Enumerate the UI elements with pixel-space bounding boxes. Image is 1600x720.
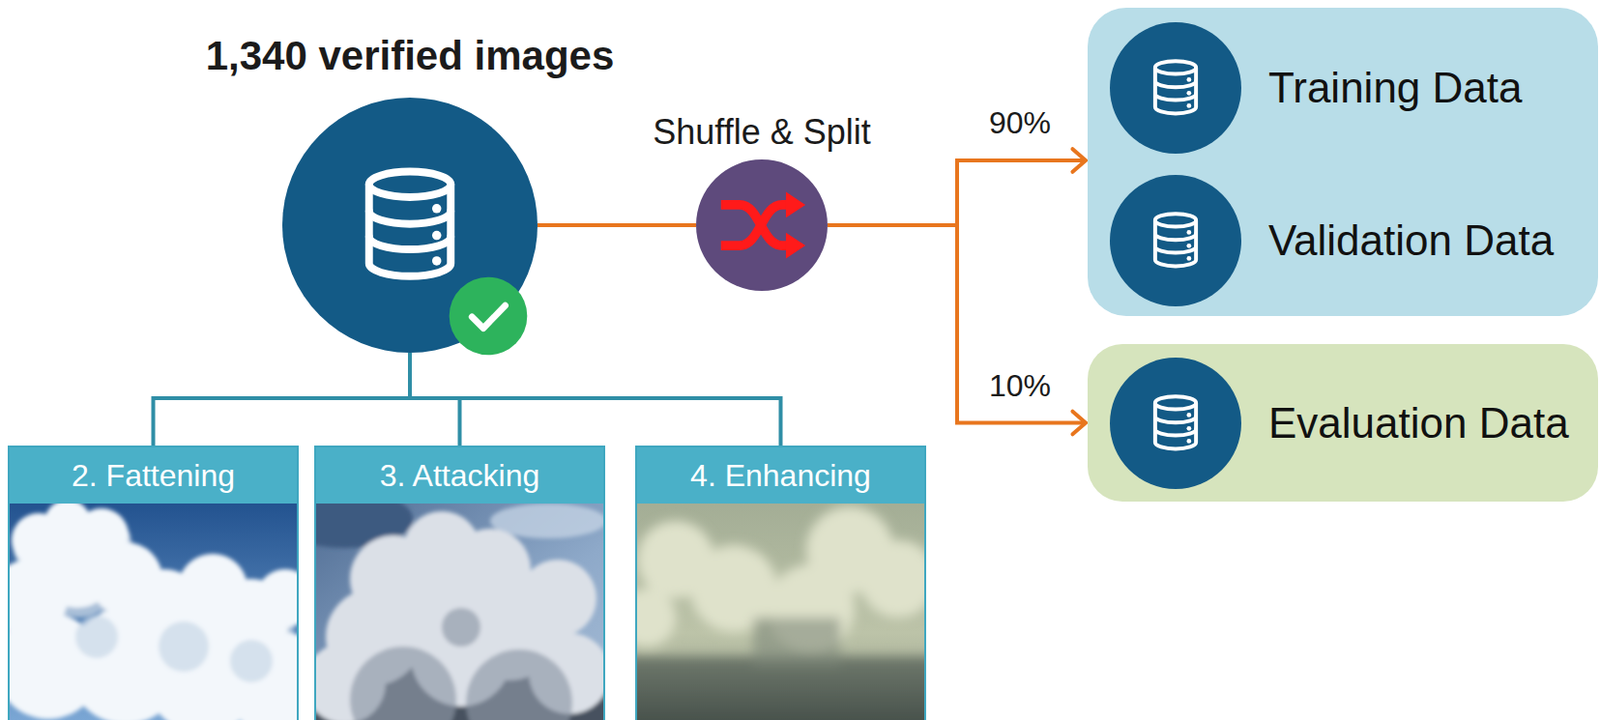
circle-shape bbox=[1109, 22, 1242, 154]
split-arrow bbox=[827, 148, 1086, 226]
connector-line bbox=[827, 160, 1086, 226]
evaluation-label: Evaluation Data bbox=[1268, 398, 1570, 449]
fattening-photo bbox=[9, 501, 297, 720]
arrow-head bbox=[1072, 411, 1086, 436]
class-heading: 2. Fattening bbox=[9, 447, 297, 504]
icon bbox=[1155, 396, 1196, 449]
circle-shape bbox=[282, 97, 538, 353]
class-heading: 4. Enhancing bbox=[637, 447, 925, 504]
arrow-head bbox=[1072, 148, 1086, 173]
circle-fill bbox=[1109, 22, 1242, 154]
circle-fill bbox=[1109, 174, 1242, 307]
tree-connector bbox=[153, 352, 411, 446]
class-card: 2. Fattening bbox=[7, 445, 299, 720]
connector-line bbox=[409, 352, 782, 446]
enhancing-photo bbox=[637, 501, 925, 720]
train-val-panel: Training DataValidation Data bbox=[1087, 7, 1599, 317]
edge-label-anchor: 10% bbox=[989, 367, 1051, 405]
dataset-circle: 1,340 verified images bbox=[282, 97, 538, 353]
validation-label: Validation Data bbox=[1268, 215, 1554, 266]
attacking-photo bbox=[316, 501, 604, 720]
class-heading: 3. Attacking bbox=[316, 447, 604, 504]
circle-fill bbox=[1109, 357, 1242, 490]
training-label: Training Data bbox=[1268, 62, 1523, 114]
circle-shape bbox=[1109, 174, 1242, 307]
class-card: 4. Enhancing bbox=[635, 445, 927, 720]
verified-badge bbox=[449, 277, 528, 356]
tree-connector bbox=[409, 352, 782, 446]
split-arrow bbox=[827, 225, 1086, 435]
evaluation-panel: Evaluation Data bbox=[1087, 344, 1599, 502]
class-card: 3. Attacking bbox=[314, 445, 606, 720]
connector-line bbox=[153, 352, 411, 446]
icon bbox=[1155, 213, 1196, 266]
circle-shape bbox=[1109, 357, 1242, 490]
icon bbox=[369, 172, 451, 277]
edge-label-anchor: 90% bbox=[989, 104, 1051, 142]
dataset-title: 1,340 verified images bbox=[205, 31, 615, 81]
split-connector bbox=[537, 225, 697, 227]
circle-fill bbox=[696, 159, 828, 291]
training-row: Training Data bbox=[1109, 22, 1584, 154]
icon bbox=[1155, 60, 1196, 114]
split-percentage: 90% bbox=[989, 104, 1051, 142]
circle-shape bbox=[696, 159, 828, 291]
shuffle-title: Shuffle & Split bbox=[652, 112, 871, 153]
split-percentage: 10% bbox=[989, 367, 1051, 405]
validation-row: Validation Data bbox=[1109, 174, 1584, 307]
connector-line bbox=[537, 223, 697, 228]
icon bbox=[721, 191, 806, 259]
shuffle-circle: Shuffle & Split bbox=[696, 159, 828, 291]
connector-line bbox=[827, 225, 1086, 424]
